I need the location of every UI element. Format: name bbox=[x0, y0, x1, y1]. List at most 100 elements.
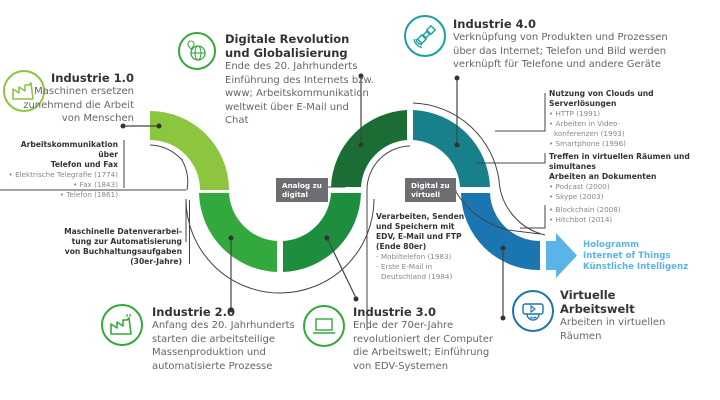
stage-text-line: automatisierte Prozesse bbox=[152, 360, 273, 372]
tag-analog-zu-digital: Analog zu digital bbox=[276, 178, 328, 202]
connector-dot bbox=[228, 235, 234, 241]
bracket-clouds bbox=[495, 93, 546, 132]
detail-item: Deutschland (1984) bbox=[381, 272, 453, 281]
detail-title: Arbeitskommunikation über bbox=[20, 140, 118, 159]
vr-headset-icon bbox=[512, 290, 554, 332]
connector-dot bbox=[324, 235, 330, 241]
detail-item: konferenzen (1993) bbox=[554, 129, 625, 138]
stage-industrie-3: Industrie 3.0 Ende der 70er-Jahre revolu… bbox=[353, 305, 503, 373]
stage-title: Industrie 4.0 bbox=[453, 17, 537, 31]
stage-text-line: die Arbeitswelt; Einführung bbox=[353, 347, 490, 358]
stage-industrie-2: Industrie 2.0 Anfang des 20. Jahrhundert… bbox=[152, 305, 302, 373]
detail-title: Maschinelle Datenverarbei- bbox=[64, 227, 182, 236]
connector-dot bbox=[156, 123, 162, 129]
stage-text-line: Räumen bbox=[560, 330, 602, 342]
detail-item: • HTTP (1991) bbox=[549, 109, 601, 118]
detail-item: • Podcast (2000) bbox=[549, 182, 610, 191]
detail-item: • Blockchain (2008) bbox=[549, 205, 621, 214]
stage-title: Virtuelle Arbeitswelt bbox=[560, 288, 635, 316]
detail-title: EDV, E-Mail und FTP bbox=[376, 232, 462, 241]
tag-line: Digital zu bbox=[411, 181, 450, 190]
detail-datenverarbeitung: Maschinelle Datenverarbei- tung zur Auto… bbox=[52, 227, 182, 267]
detail-edv: Verarbeiten, Senden und Speichern mit ED… bbox=[376, 212, 496, 282]
bracket-virtual-rooms bbox=[476, 153, 546, 164]
detail-clouds: Nutzung von Clouds und Serverlösungen • … bbox=[549, 89, 719, 149]
stage-text-line: Anfang des 20. Jahrhunderts bbox=[152, 320, 295, 331]
globe-pin-icon bbox=[178, 32, 216, 70]
guide-arc-top-outer bbox=[412, 102, 546, 236]
detail-virtuelle-raeume: Treffen in virtuellen Räumen und simulta… bbox=[549, 152, 719, 202]
bracket-datenverarbeitung-line bbox=[189, 200, 190, 264]
detail-item: • Hitchbot (2014) bbox=[549, 215, 613, 224]
tag-line: virtuell bbox=[411, 190, 441, 199]
connector-dot bbox=[358, 73, 364, 79]
future-item: Hologramm bbox=[583, 240, 640, 250]
stage-text-line: Arbeiten in virtuellen bbox=[560, 317, 666, 328]
stage-text-line: revolutioniert der Computer bbox=[353, 333, 493, 345]
segment-digital-revolution bbox=[331, 110, 407, 187]
connector-dot bbox=[454, 142, 460, 148]
guide-arc-left bbox=[149, 144, 189, 191]
future-item: Internet of Things bbox=[583, 251, 671, 261]
detail-title: (Ende 80er) bbox=[376, 242, 427, 251]
detail-title: Arbeiten an Dokumenten bbox=[549, 172, 657, 181]
stage-text-line: von Menschen bbox=[61, 113, 134, 124]
factory-icon bbox=[3, 70, 45, 112]
stage-industrie-4: Industrie 4.0 Verknüpfung von Produkten … bbox=[453, 17, 693, 72]
connector-dot bbox=[454, 75, 460, 81]
tag-digital-zu-virtuell: Digital zu virtuell bbox=[405, 178, 456, 202]
connector-dot bbox=[358, 142, 364, 148]
detail-blockchain: • Blockchain (2008) • Hitchbot (2014) bbox=[549, 205, 719, 225]
stage-text-line: von EDV-Systemen bbox=[353, 360, 449, 372]
detail-title: (30er-Jahre) bbox=[130, 257, 182, 266]
stage-text-line: Verknüpfung von Produkten und Prozessen bbox=[453, 32, 668, 43]
detail-item: • Telefon (1861) bbox=[59, 190, 118, 199]
stage-text-line: verknüpft für Telefone und andere Geräte bbox=[453, 59, 661, 70]
connector-industrie-3 bbox=[326, 237, 357, 299]
future-topics: Hologramm Internet of Things Künstliche … bbox=[583, 240, 713, 273]
satellite-icon bbox=[404, 15, 446, 57]
stage-title: Industrie 1.0 bbox=[50, 71, 134, 85]
detail-title: Nutzung von Clouds und Serverlösungen bbox=[549, 89, 654, 108]
segment-virtual bbox=[461, 193, 540, 271]
stage-title: Industrie 3.0 bbox=[353, 305, 437, 319]
connector-dot bbox=[500, 245, 506, 251]
stage-text-line: Maschinen ersetzen bbox=[34, 86, 134, 97]
stage-virtuelle-arbeitswelt: Virtuelle Arbeitswelt Arbeiten in virtue… bbox=[560, 288, 690, 343]
stage-text-line: Ende der 70er-Jahre bbox=[353, 320, 454, 331]
stage-text-line: Einführung des Internets bzw. bbox=[225, 74, 374, 86]
stage-title: Industrie 2.0 bbox=[152, 305, 236, 319]
detail-title: von Buchhaltungsaufgaben bbox=[64, 247, 182, 256]
future-item: Künstliche Intelligenz bbox=[583, 262, 689, 272]
stage-text-line: zunehmend die Arbeit bbox=[23, 99, 134, 111]
detail-item: - Mobiltelefon (1983) bbox=[376, 252, 452, 261]
detail-title: Verarbeiten, Senden bbox=[376, 212, 465, 221]
detail-item: - Erste E-Mail in bbox=[376, 262, 433, 271]
detail-title: tung zur Automatisierung bbox=[71, 237, 182, 246]
segment-industrie-3 bbox=[283, 193, 361, 272]
segment-industrie-1 bbox=[150, 111, 229, 190]
detail-item: • Skype (2003) bbox=[549, 192, 604, 201]
connector-dot bbox=[120, 123, 126, 129]
detail-item: • Fax (1843) bbox=[73, 180, 118, 189]
laptop-icon bbox=[303, 305, 345, 347]
detail-title: und Speichern mit bbox=[376, 222, 455, 231]
detail-item: • Smartphone (1996) bbox=[549, 139, 626, 148]
detail-title: Treffen in virtuellen Räumen und simulta… bbox=[549, 152, 690, 171]
guide-line-virtuell bbox=[455, 190, 541, 235]
stage-text-line: weltweit über E-Mail und Chat bbox=[225, 101, 349, 127]
future-arrow bbox=[546, 233, 577, 278]
connector-dot bbox=[500, 315, 506, 321]
stage-industrie-1: Industrie 1.0 Maschinen ersetzen zunehme… bbox=[14, 71, 134, 126]
stage-text-line: www; Arbeitskommunikation bbox=[225, 88, 369, 99]
connector-dot bbox=[228, 307, 234, 313]
segment-industrie-4 bbox=[413, 110, 490, 187]
connector-dot bbox=[353, 296, 359, 302]
stage-text-line: Ende des 20. Jahrhunderts bbox=[225, 61, 358, 72]
detail-telefon-fax: Arbeitskommunikation über Telefon und Fa… bbox=[3, 140, 118, 200]
tag-line: digital bbox=[282, 190, 308, 199]
guide-arc-top-inner bbox=[366, 145, 411, 191]
detail-title: Telefon und Fax bbox=[50, 160, 118, 169]
bracket-blockchain bbox=[520, 205, 546, 229]
